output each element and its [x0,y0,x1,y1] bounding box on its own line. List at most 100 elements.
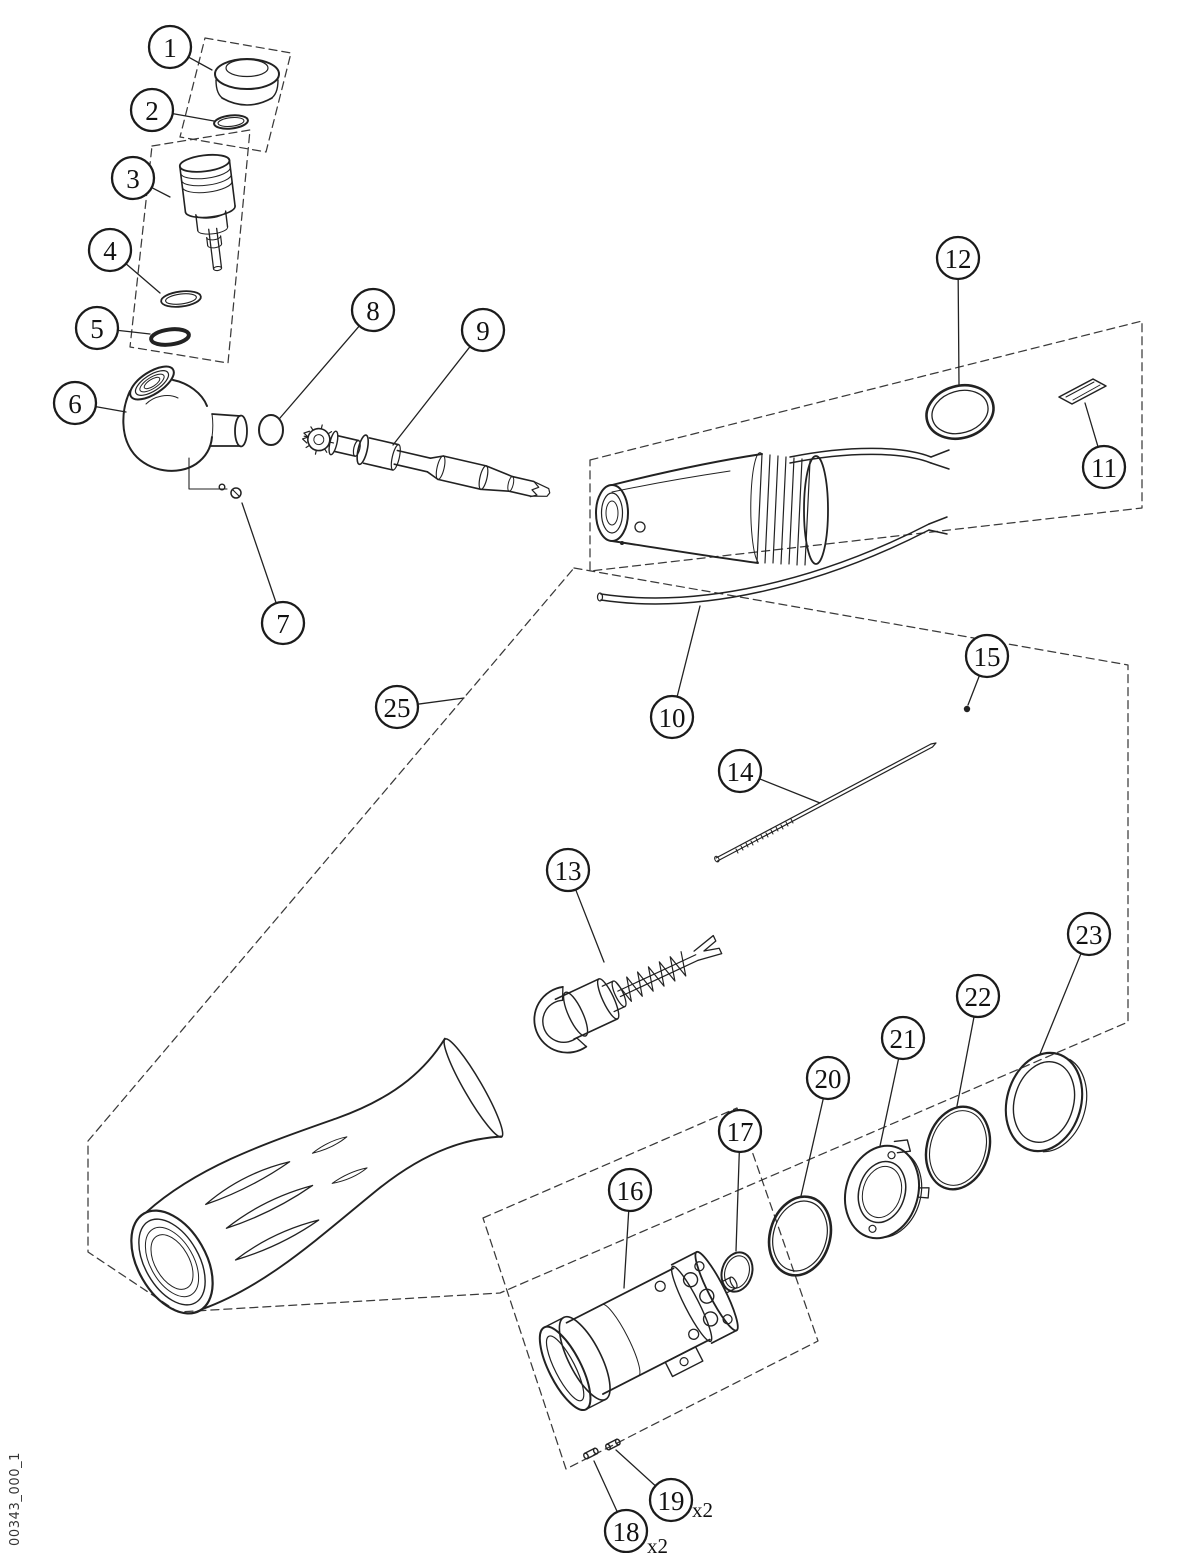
part-nose-cone [595,452,829,566]
qty-annotation: x2 [692,1498,713,1522]
boundary-body-group [87,567,1129,1313]
part-10-spring-wires [596,447,950,605]
callout-leader [623,1210,630,1289]
callout-9: 9 [392,307,506,446]
part-14-rod [714,742,937,863]
callout-balloon [955,973,1001,1019]
part-4-oring [160,290,202,308]
callout-number: 3 [126,164,140,194]
callout-leader [417,697,465,705]
part-7-screws [188,457,242,499]
callout-leader [125,263,161,294]
callout-number: 7 [276,609,290,639]
callout-balloon [147,24,193,70]
callout-balloon [648,1477,694,1523]
callout-number: 15 [974,642,1001,672]
callout-balloon [74,305,120,351]
part-19-pin [605,1438,621,1451]
callout-balloon [603,1508,649,1553]
callout-balloon [880,1015,926,1061]
callout-6: 6 [52,380,127,426]
callout-leader [956,1015,975,1107]
callout-number: 12 [945,244,972,274]
part-17-oring [720,1251,754,1293]
callout-4: 4 [87,227,161,294]
callout-7: 7 [241,502,306,646]
callout-25: 25 [374,684,465,730]
callout-leader [879,1057,900,1147]
callout-1: 1 [147,24,213,71]
callout-balloon [374,684,420,730]
callout-balloon [964,633,1010,679]
callout-number: 6 [68,389,82,419]
callout-leader [151,186,171,198]
callout-16: 16 [607,1167,653,1289]
assembly-boundaries [87,37,1143,1470]
callout-number: 19 [658,1486,685,1516]
callout-number: 8 [366,296,380,326]
callout-leader [800,1097,824,1197]
callout-balloon [649,694,695,740]
boundary-motor-group [482,1107,819,1470]
callout-leader [392,345,471,446]
part-25-handle-shell [130,1037,504,1315]
callout-22: 22 [955,973,1001,1107]
callout-balloon [260,600,306,646]
callout-leader [676,605,701,698]
boundary-cap-group [179,37,292,153]
callout-15: 15 [964,633,1010,706]
boundary-nose-group [589,320,1143,572]
part-9-spindle [301,424,551,498]
part-12-oring [925,384,995,440]
callout-leader [593,1460,618,1513]
callout-2: 2 [129,87,215,133]
part-6-head-housing [122,365,248,472]
qty-annotation: x2 [647,1534,668,1553]
part-3-cartridge [178,153,236,272]
callout-number: 16 [617,1176,644,1206]
callout-17: 17 [717,1108,763,1252]
part-11-wedge [1058,378,1107,405]
callout-balloon [1066,911,1112,957]
callout-19: 19 [615,1449,694,1523]
callout-leader [241,502,277,604]
part-5-oring [149,327,191,347]
callout-leader [957,278,960,386]
part-8-ring [258,414,284,446]
callout-8: 8 [279,287,396,419]
callout-balloon [52,380,98,426]
callout-number: 17 [727,1117,754,1147]
part-23-retaining-ring [1004,1051,1088,1153]
callout-number: 9 [476,316,490,346]
callout-leader [172,113,215,122]
callout-14: 14 [717,748,821,804]
callout-balloon [935,235,981,281]
part-15-ball [963,705,971,713]
doc-number: 00343_000_1 [8,1451,23,1546]
callout-number: 21 [890,1024,917,1054]
callout-number: 13 [555,856,582,886]
callout-number: 14 [727,757,755,787]
callout-23: 23 [1039,911,1112,1055]
part-18-pin [583,1447,599,1460]
callout-leader [758,778,821,804]
callout-number: 1 [163,33,177,63]
callout-balloon [110,155,156,201]
callout-balloon [717,748,763,794]
callout-10: 10 [649,605,701,740]
callout-balloon [545,847,591,893]
callout-leader [575,888,605,963]
callout-20: 20 [800,1055,851,1197]
callout-balloon [1081,444,1127,490]
callout-number: 4 [103,236,117,266]
callout-3: 3 [110,155,171,201]
callout-number: 22 [965,982,992,1012]
part-20-oring [767,1195,833,1277]
callout-number: 10 [659,703,686,733]
callout-leader [187,56,213,71]
callout-number: 11 [1091,453,1117,483]
callout-number: 2 [145,96,159,126]
callout-leader [117,329,151,335]
